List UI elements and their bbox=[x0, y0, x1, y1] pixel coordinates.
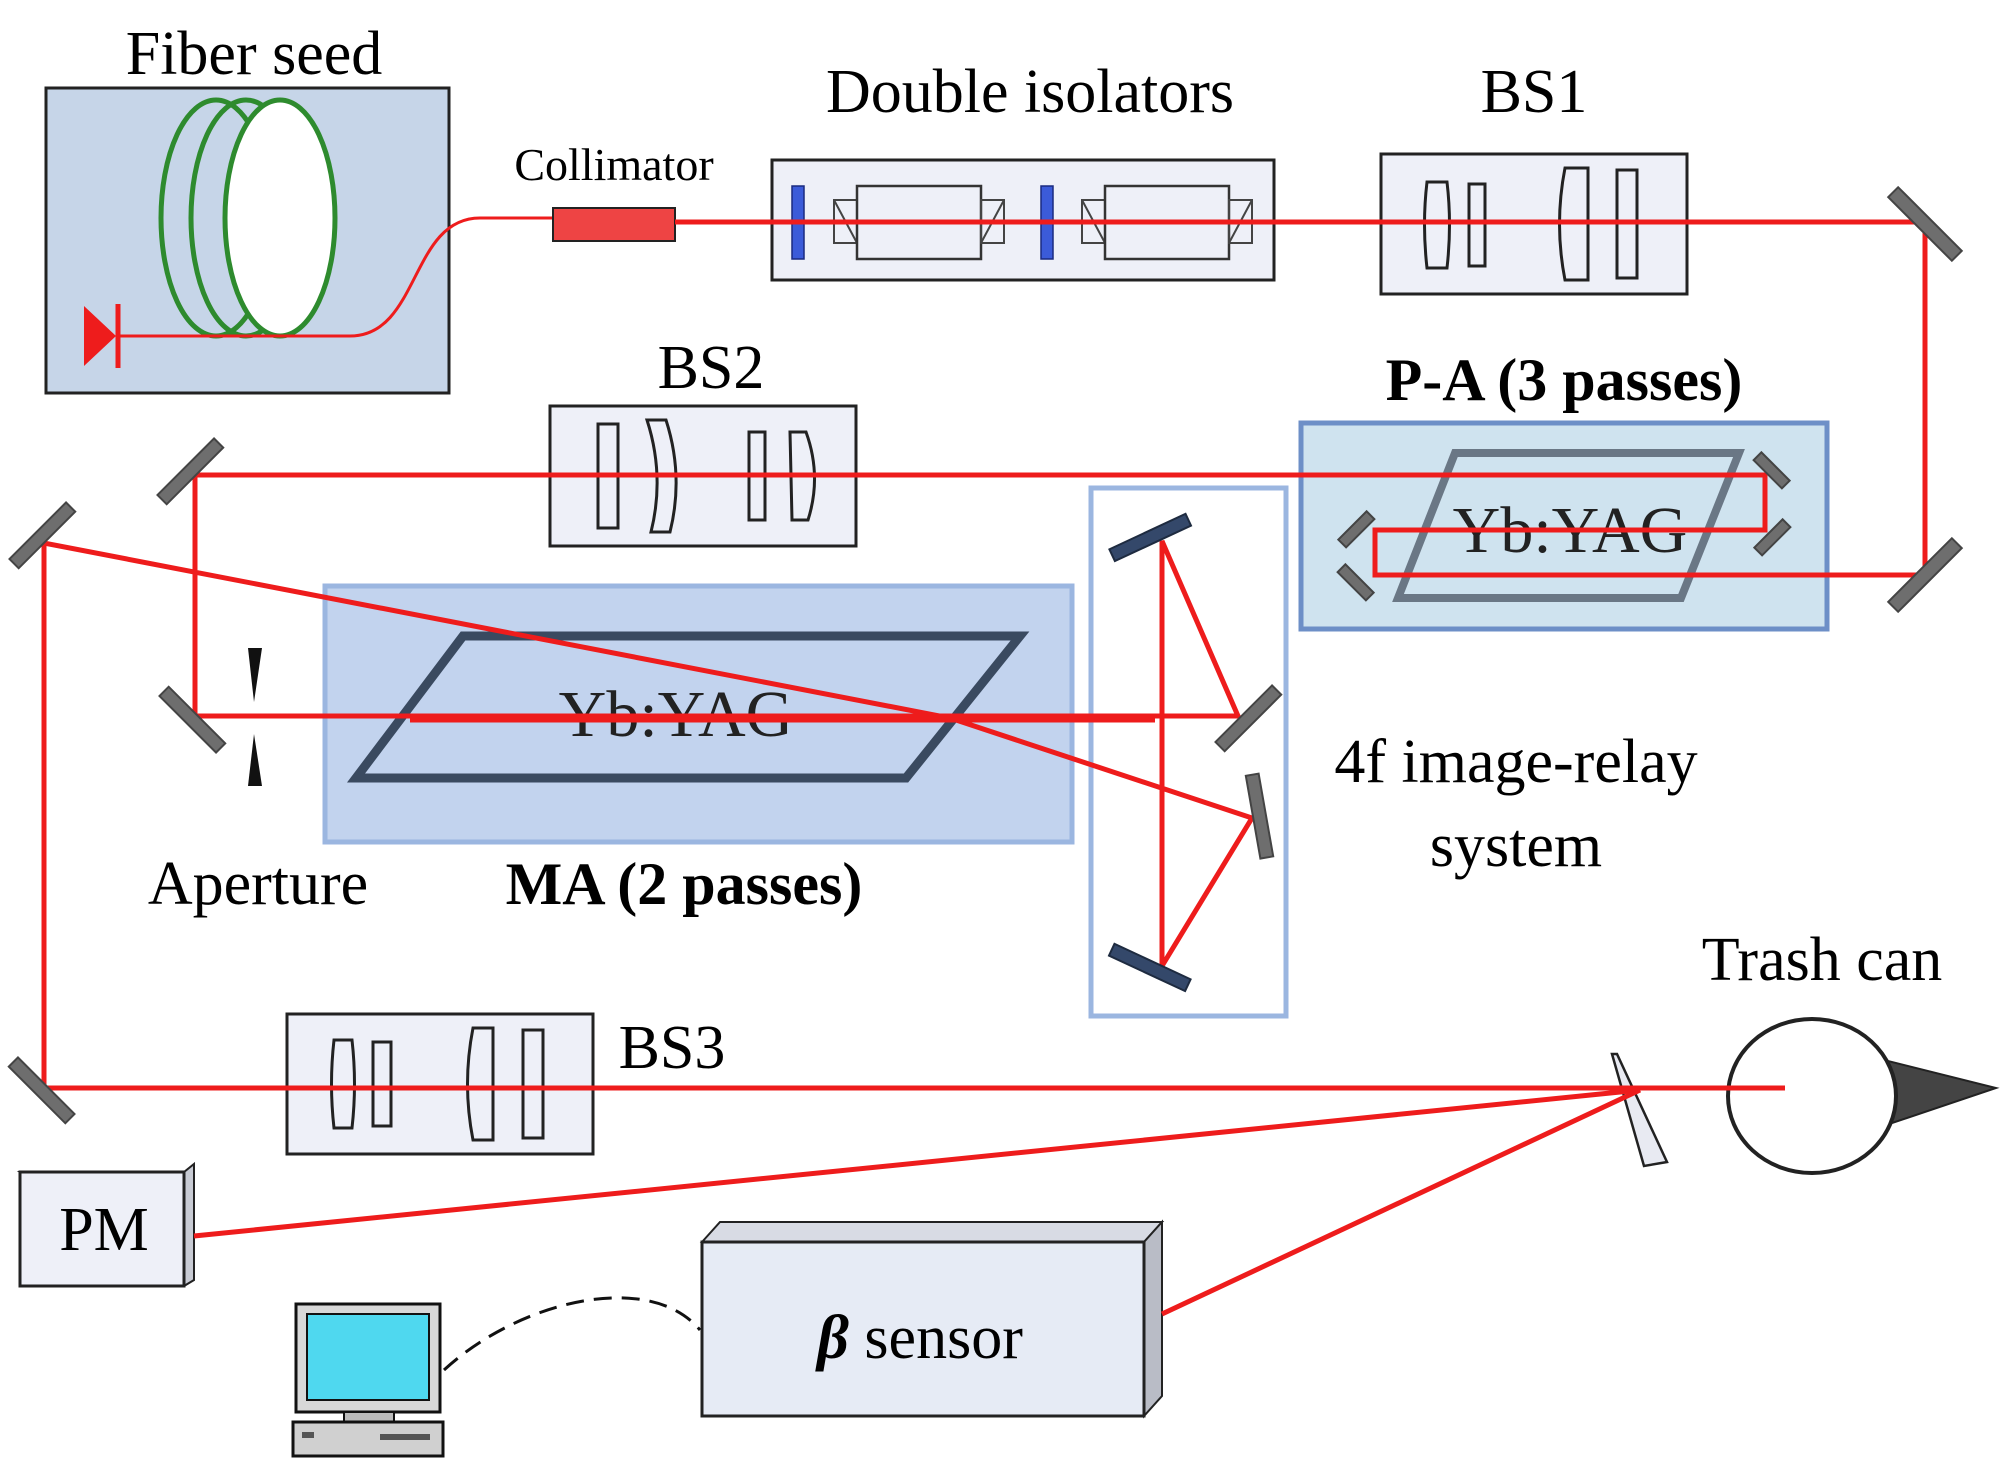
aperture-blade-bottom bbox=[248, 734, 262, 786]
data-cable bbox=[442, 1296, 702, 1372]
bs3-beam-shaper: BS3 bbox=[285, 1012, 726, 1156]
bs3-lens-1-icon bbox=[330, 1038, 356, 1130]
fiber-seed-label: Fiber seed bbox=[126, 20, 383, 88]
aperture: Aperture bbox=[148, 648, 368, 918]
mirror-icon-top-right bbox=[1886, 185, 1964, 263]
double-isolators-label: Double isolators bbox=[826, 58, 1234, 126]
pa-mirror-icon-3 bbox=[1336, 509, 1376, 549]
collimator: Collimator bbox=[514, 139, 714, 242]
image-relay-system: 4f image-relay system bbox=[1088, 485, 1698, 1019]
mirror-icon-left-top bbox=[8, 501, 77, 570]
aperture-label: Aperture bbox=[148, 850, 368, 918]
pa-label: P-A (3 passes) bbox=[1386, 347, 1743, 413]
bs2-label: BS2 bbox=[658, 334, 765, 402]
wedge-sampler bbox=[1610, 1052, 1669, 1168]
mirror-icon-mid-right bbox=[1886, 536, 1964, 614]
pa-mirror-icon-1 bbox=[1752, 450, 1792, 490]
bs3-lens-3-icon bbox=[466, 1026, 495, 1142]
collimator-label: Collimator bbox=[514, 139, 713, 190]
mirror-icon-left-bottom bbox=[7, 1056, 76, 1125]
fiber-seed-module: Fiber seed bbox=[44, 20, 553, 395]
mirror-icon-relay-bottom bbox=[1107, 942, 1192, 993]
bs3-label: BS3 bbox=[619, 1014, 726, 1082]
beta-sensor-label: β sensor bbox=[815, 1304, 1023, 1372]
isolator-prism-2b bbox=[1228, 199, 1253, 244]
trash-can-label: Trash can bbox=[1702, 926, 1943, 994]
pm-sample-beam bbox=[193, 1087, 1641, 1239]
bs1-lens-2-icon bbox=[1467, 182, 1487, 268]
isolator-prism-1b bbox=[980, 199, 1005, 244]
pa-crystal-icon bbox=[1392, 449, 1745, 602]
mirror-icon-aperture bbox=[158, 685, 227, 754]
sensor-sample-beam bbox=[1160, 1087, 1642, 1317]
bs2-beam-shaper: BS2 bbox=[548, 334, 858, 548]
bs3-lens-4-icon bbox=[521, 1028, 545, 1140]
beta-sensor: β sensor bbox=[699, 1219, 1165, 1419]
sensor-word: sensor bbox=[849, 1304, 1023, 1372]
power-meter: PM bbox=[16, 1161, 195, 1288]
pa-mirror-icon-4 bbox=[1336, 562, 1376, 602]
mirror-icon-relay-fold bbox=[1214, 684, 1283, 753]
ma-label: MA (2 passes) bbox=[506, 851, 863, 917]
bs1-beam-shaper: BS1 bbox=[1379, 58, 1689, 296]
beta-symbol: β bbox=[815, 1304, 849, 1372]
mirror-icon-relay-top bbox=[1108, 512, 1193, 563]
aperture-blade-top bbox=[248, 648, 262, 702]
pm-label: PM bbox=[59, 1196, 149, 1264]
ma-crystal-icon bbox=[346, 631, 1030, 783]
double-isolators: Double isolators bbox=[770, 58, 1276, 282]
bs1-label: BS1 bbox=[1481, 58, 1588, 126]
fiber-line bbox=[120, 216, 553, 338]
relay-label-line1: 4f image-relay bbox=[1334, 728, 1697, 796]
relay-box bbox=[1088, 485, 1289, 1019]
collimator-body bbox=[552, 207, 676, 242]
pa-mirror-icon-2 bbox=[1752, 517, 1792, 557]
mirror-icon-relay-steer bbox=[1244, 772, 1275, 860]
mirrors bbox=[7, 185, 1964, 1125]
bs1-lens-1-icon bbox=[1423, 180, 1451, 270]
preamplifier-module: Yb:YAG P-A (3 passes) bbox=[1298, 347, 1830, 632]
relay-label-line2: system bbox=[1430, 812, 1602, 880]
computer-icon bbox=[291, 1302, 445, 1458]
fiber-end-triangle bbox=[84, 306, 116, 366]
main-amplifier-module: Yb:YAG MA (2 passes) bbox=[322, 583, 1075, 917]
trash-can-icon: Trash can bbox=[1702, 926, 2000, 1175]
mirror-icon-bs2-left bbox=[156, 437, 225, 506]
bs3-lens-2-icon bbox=[371, 1040, 393, 1128]
